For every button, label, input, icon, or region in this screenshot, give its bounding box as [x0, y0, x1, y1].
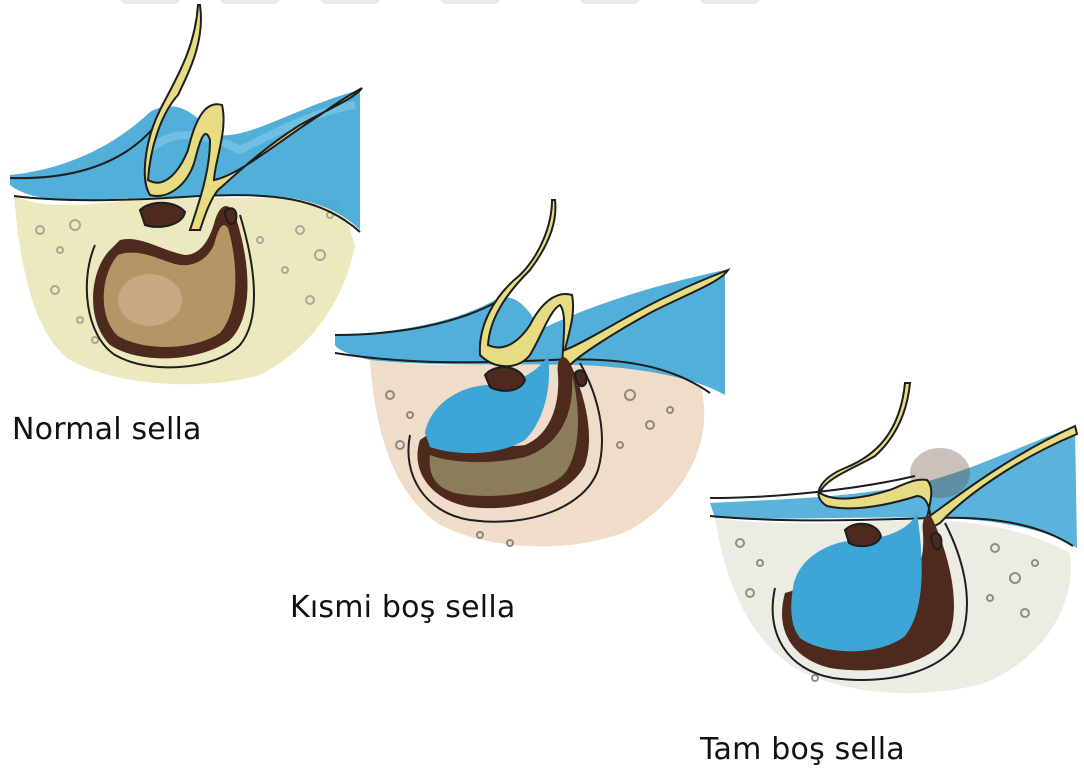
caption-partial-empty-sella: Kısmi boş sella	[290, 590, 515, 625]
top-fragment	[700, 0, 760, 4]
top-fragment	[580, 0, 640, 4]
partial-empty-sella-illustration	[330, 195, 730, 565]
clinoid-process	[485, 367, 525, 391]
total-empty-sella-illustration	[705, 378, 1080, 698]
clinoid-process	[845, 524, 881, 546]
top-fragment	[440, 0, 500, 4]
normal-sella-illustration	[0, 0, 380, 400]
caption-total-empty-sella: Tam boş sella	[700, 732, 905, 767]
caption-normal-sella: Normal sella	[12, 412, 202, 447]
